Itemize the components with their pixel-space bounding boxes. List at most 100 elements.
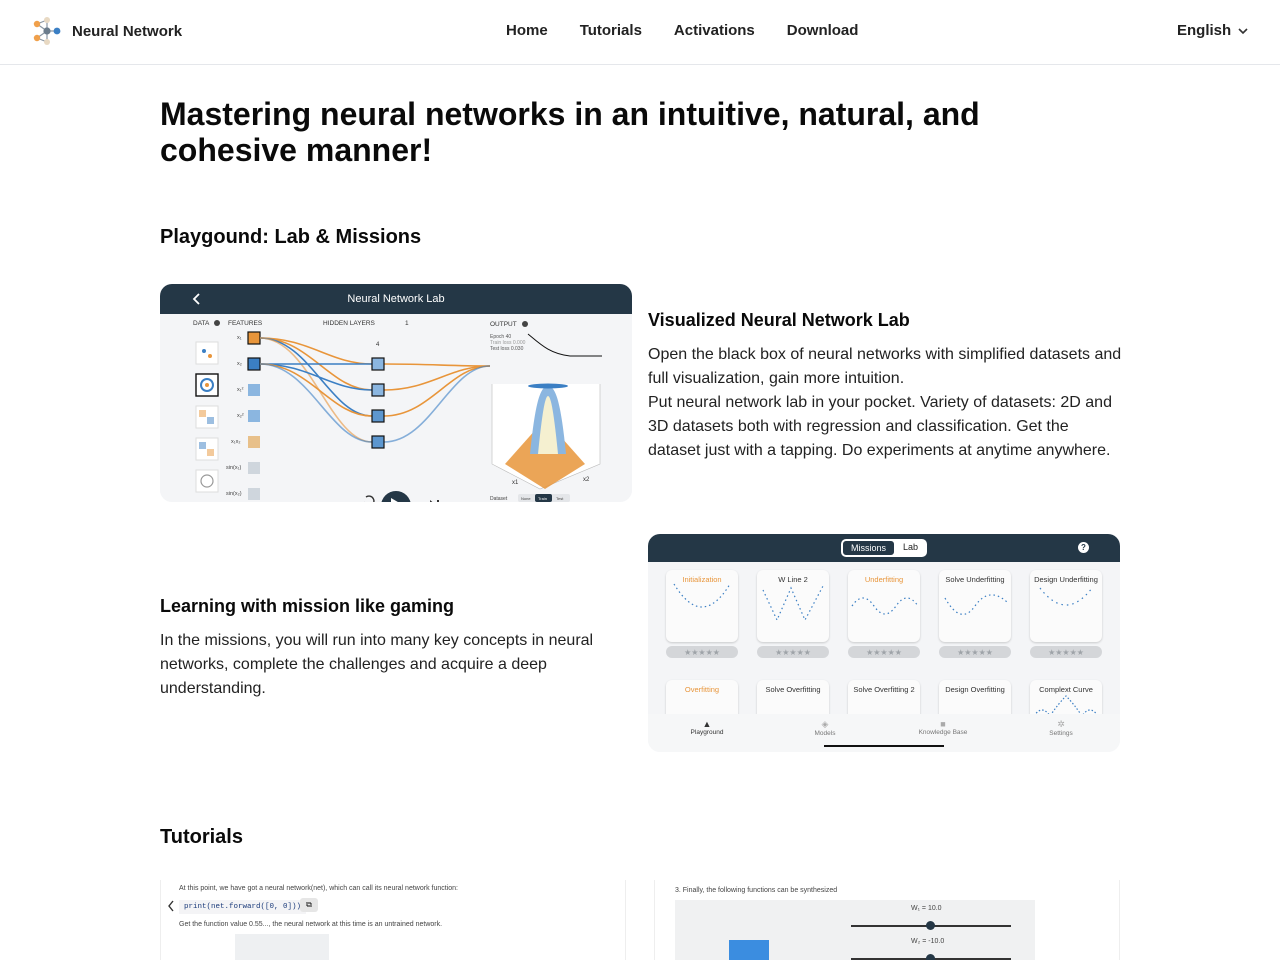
mission-stars: ★★★★★ <box>848 646 920 658</box>
bottom-nav-label: Playground <box>690 729 724 736</box>
back-chevron-icon[interactable] <box>167 900 175 912</box>
missions-lab-toggle[interactable]: Missions Lab <box>840 539 928 557</box>
bottom-nav-settings[interactable]: ✲ Settings <box>1002 719 1120 737</box>
mission-card[interactable]: Initialization <box>666 570 738 642</box>
mission-plot <box>1033 695 1099 718</box>
language-selector[interactable]: English <box>1177 22 1249 39</box>
w2-slider-handle[interactable] <box>926 954 935 960</box>
missions-bottom-nav: ▲ Playground ◈ Models ■ Knowledge Base ✲… <box>648 714 1120 752</box>
play-button[interactable] <box>381 491 411 502</box>
mission-label: Solve Overfitting <box>765 685 821 694</box>
bottom-nav-knowledge-base[interactable]: ■ Knowledge Base <box>884 719 1002 736</box>
tutorial2-line1: 3. Finally, the following functions can … <box>675 887 838 894</box>
mission-card[interactable]: W Line 2 <box>757 570 829 642</box>
lab-canvas: DATA FEATURES HIDDEN LAYERS 1 4 OUTPUT E… <box>160 314 632 502</box>
mission-card[interactable]: Solve Underfitting <box>939 570 1011 642</box>
language-label: English <box>1177 22 1232 39</box>
mission-label: Solve Overfitting 2 <box>853 685 915 694</box>
book-icon: ■ <box>940 719 946 729</box>
lab-body-line1: Open the black box of neural networks wi… <box>648 346 1122 387</box>
mission-card[interactable]: Design Underfitting <box>1030 570 1102 642</box>
mission-card[interactable]: Solve Overfitting 2 <box>848 680 920 720</box>
bottom-nav-models[interactable]: ◈ Models <box>766 719 884 737</box>
neural-network-logo-icon <box>33 17 61 45</box>
gear-icon: ✲ <box>1057 719 1065 729</box>
feature-name: x₂ <box>237 361 242 367</box>
mission-card[interactable]: Underfitting <box>848 570 920 642</box>
mission-label: Design Overfitting <box>945 685 1005 694</box>
w2-label: W₂ = -10.0 <box>911 938 945 945</box>
tab-lab[interactable]: Lab <box>902 542 919 552</box>
train-loss-text: Train loss 0.000 <box>490 340 526 346</box>
help-icon[interactable]: ? <box>1078 542 1089 553</box>
feature-name: x₂² <box>237 413 244 419</box>
tutorial2-figure: W₁ = 10.0 W₂ = -10.0 <box>675 900 1035 960</box>
models-icon: ◈ <box>821 719 829 729</box>
tutorial-card-2[interactable]: 3. Finally, the following functions can … <box>654 880 1120 960</box>
nav-tutorials[interactable]: Tutorials <box>579 22 642 39</box>
data-gear-icon[interactable] <box>214 320 220 326</box>
section-title-tutorials: Tutorials <box>160 826 243 848</box>
tutorial-card-1[interactable]: At this point, we have got a neural netw… <box>160 880 626 960</box>
bottom-nav-playground[interactable]: ▲ Playground <box>648 719 766 736</box>
mission-card[interactable]: Solve Overfitting <box>757 680 829 720</box>
mission-card[interactable]: Design Overfitting <box>939 680 1011 720</box>
layers-count: 1 <box>405 320 409 327</box>
bottom-nav-label: Knowledge Base <box>918 729 968 736</box>
epoch-text: Epoch 40 <box>490 334 511 340</box>
mission-label: Initialization <box>682 575 722 584</box>
step-forward-icon[interactable] <box>430 500 439 502</box>
playground-icon: ▲ <box>702 719 712 729</box>
mission-label: Underfitting <box>864 575 904 584</box>
missions-feature-title: Learning with mission like gaming <box>160 596 455 616</box>
test-loss-text: Test loss 0.030 <box>490 346 524 352</box>
feature-name: sin(x₁) <box>226 465 241 471</box>
axis-x2: x2 <box>583 477 590 483</box>
feature-name: x₁x₂ <box>231 439 241 445</box>
dataset-option[interactable]: Test <box>556 496 564 501</box>
back-chevron-icon <box>192 293 200 305</box>
mission-stars: ★★★★★ <box>666 646 738 658</box>
mission-card[interactable]: Overfitting <box>666 680 738 720</box>
reset-icon[interactable] <box>364 495 375 502</box>
copy-icon[interactable]: ⧉ <box>300 898 318 912</box>
output-label: OUTPUT <box>490 321 517 328</box>
nav-activations[interactable]: Activations <box>673 22 755 39</box>
nav-download[interactable]: Download <box>786 22 859 39</box>
mission-label: W Line 2 <box>778 575 808 584</box>
mission-stars: ★★★★★ <box>757 646 829 658</box>
mission-stars: ★★★★★ <box>939 646 1011 658</box>
w1-slider-handle[interactable] <box>926 921 935 930</box>
feature-name: x₁ <box>237 335 242 341</box>
mission-card[interactable]: Complext Curve <box>1030 680 1102 720</box>
lab-screenshot-titlebar: Neural Network Lab <box>160 284 632 314</box>
lab-body-line2: Put neural network lab in your pocket. V… <box>648 394 1112 459</box>
missions-feature-body: In the missions, you will run into many … <box>160 632 594 697</box>
tab-missions[interactable]: Missions <box>841 540 895 556</box>
axis-x1: x1 <box>512 480 519 486</box>
tutorial1-code: print(net.forward([0, 0])) <box>179 900 307 914</box>
top-navigation-bar: Neural Network Home Tutorials Activation… <box>0 0 1280 65</box>
hidden-layers-label: HIDDEN LAYERS <box>323 320 376 327</box>
tutorial1-line1: At this point, we have got a neural netw… <box>179 885 458 892</box>
feature-name: x₁² <box>237 387 244 393</box>
mission-plot <box>1039 587 1093 606</box>
lab-screenshot: Neural Network Lab DATA FEATURES HIDDEN … <box>160 284 632 502</box>
brand[interactable]: Neural Network <box>32 16 182 46</box>
mission-label: Solve Underfitting <box>945 575 1005 584</box>
output-gear-icon[interactable] <box>522 321 528 327</box>
dataset-option[interactable]: None <box>521 496 531 501</box>
bottom-nav-label: Settings <box>1049 730 1073 737</box>
mission-stars: ★★★★★ <box>1030 646 1102 658</box>
dataset-option[interactable]: Train <box>538 496 547 501</box>
bottom-nav-label: Models <box>814 730 836 737</box>
mission-label: Design Underfitting <box>1034 575 1098 584</box>
lab-feature-title: Visualized Neural Network Lab <box>648 310 910 330</box>
nav-home[interactable]: Home <box>506 22 548 39</box>
mission-label: Complext Curve <box>1039 685 1093 694</box>
tutorial1-line2: Get the function value 0.55..., the neur… <box>179 921 443 928</box>
mission-label: Overfitting <box>684 685 720 694</box>
tutorial2-3d-bar <box>729 940 769 960</box>
tutorial1-figure <box>235 934 329 960</box>
mission-plot <box>673 583 731 608</box>
